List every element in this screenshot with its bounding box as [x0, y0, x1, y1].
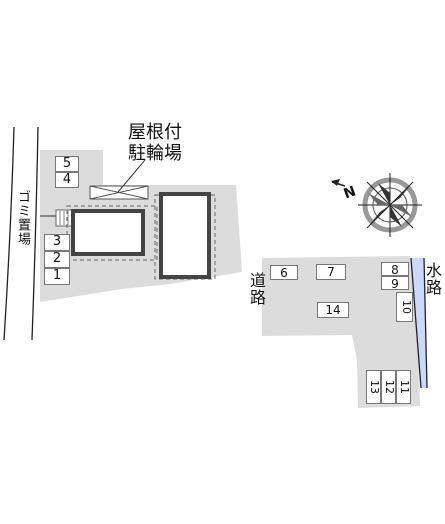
- parking-space-8: 8: [381, 262, 409, 277]
- parking-space-2: 2: [44, 251, 70, 268]
- waterway-channel: [411, 258, 427, 388]
- parking-space-5: 5: [55, 156, 79, 172]
- bike-shelter-label-line2: 駐輪場: [128, 143, 182, 164]
- building-a: [71, 209, 145, 256]
- left-road-edge-inner: [31, 126, 39, 341]
- parking-space-3: 3: [44, 234, 70, 251]
- waterway-edge-right: [423, 257, 428, 389]
- parking-space-14: 14: [317, 302, 349, 318]
- building-a-outline: [66, 205, 158, 261]
- parking-space-6: 6: [270, 265, 298, 280]
- garbage-area-label: ゴミ置場: [15, 190, 30, 246]
- parking-space-10: 10: [396, 292, 413, 322]
- shelter-leader-line: [117, 159, 146, 193]
- parking-space-12: 12: [381, 370, 396, 404]
- parking-space-13: 13: [366, 370, 381, 404]
- parking-space-7: 7: [316, 264, 346, 280]
- waterway-label: 水路: [423, 262, 442, 296]
- waterway-edge-left: [410, 257, 422, 389]
- road-left-label: 道路: [247, 272, 266, 306]
- parking-space-1: 1: [44, 268, 70, 285]
- parking-space-11: 11: [396, 370, 411, 404]
- compass-rose: [331, 173, 422, 237]
- parking-space-4: 4: [55, 172, 79, 188]
- bike-shelter-label-line1: 屋根付: [128, 122, 182, 143]
- left-road-edge-outer: [3, 126, 15, 341]
- building-b: [159, 192, 211, 279]
- parking-space-9: 9: [381, 276, 409, 291]
